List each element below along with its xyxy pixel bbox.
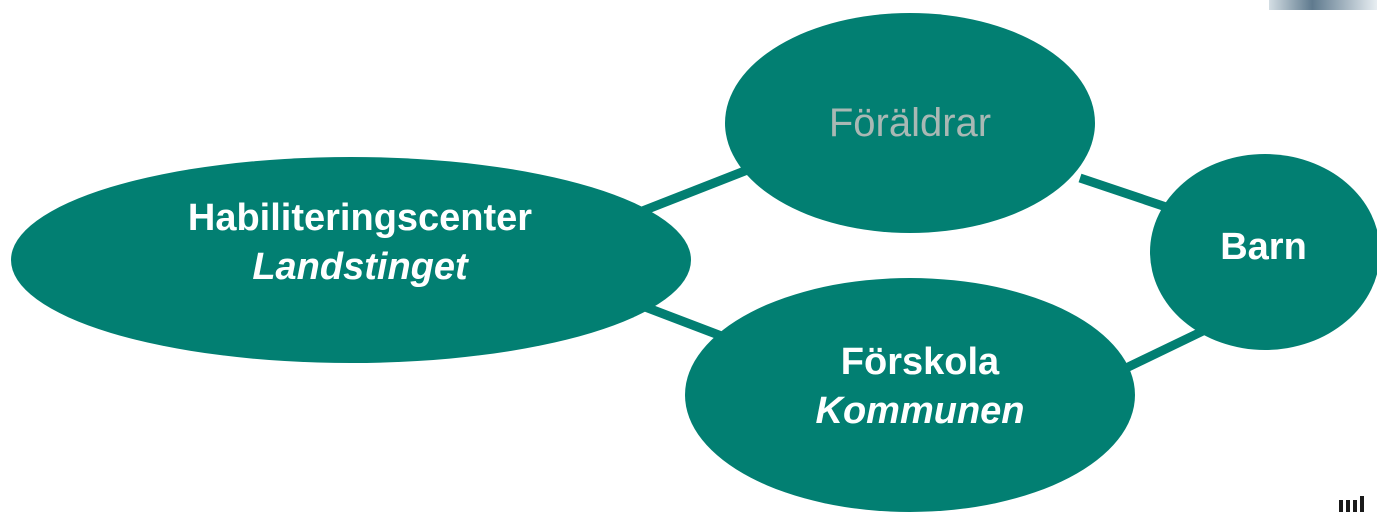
- node-title-forskola: Förskola: [840, 341, 1000, 383]
- corner-photo-thumbnail: [1269, 0, 1377, 10]
- node-label-habcenter: Habiliteringscenter Landstinget: [60, 194, 660, 293]
- corner-logo-icon: [1337, 496, 1367, 512]
- node-label-forskola: Förskola Kommunen: [710, 338, 1130, 437]
- node-label-barn: Barn: [1150, 223, 1377, 272]
- node-title-habcenter: Habiliteringscenter: [187, 197, 533, 239]
- edge-foraldrar-barn: [1078, 173, 1177, 215]
- node-foraldrar: [725, 13, 1095, 233]
- node-label-foraldrar: Föräldrar: [735, 97, 1085, 149]
- edge-habcenter-foraldrar: [638, 160, 762, 217]
- node-subtitle-forskola: Kommunen: [815, 390, 1025, 433]
- node-title-barn: Barn: [1220, 226, 1307, 268]
- node-title-foraldrar: Föräldrar: [828, 101, 992, 145]
- node-barn: [1150, 154, 1377, 350]
- node-habcenter: [11, 157, 691, 363]
- node-forskola: [685, 278, 1135, 512]
- node-subtitle-habcenter: Landstinget: [252, 246, 468, 289]
